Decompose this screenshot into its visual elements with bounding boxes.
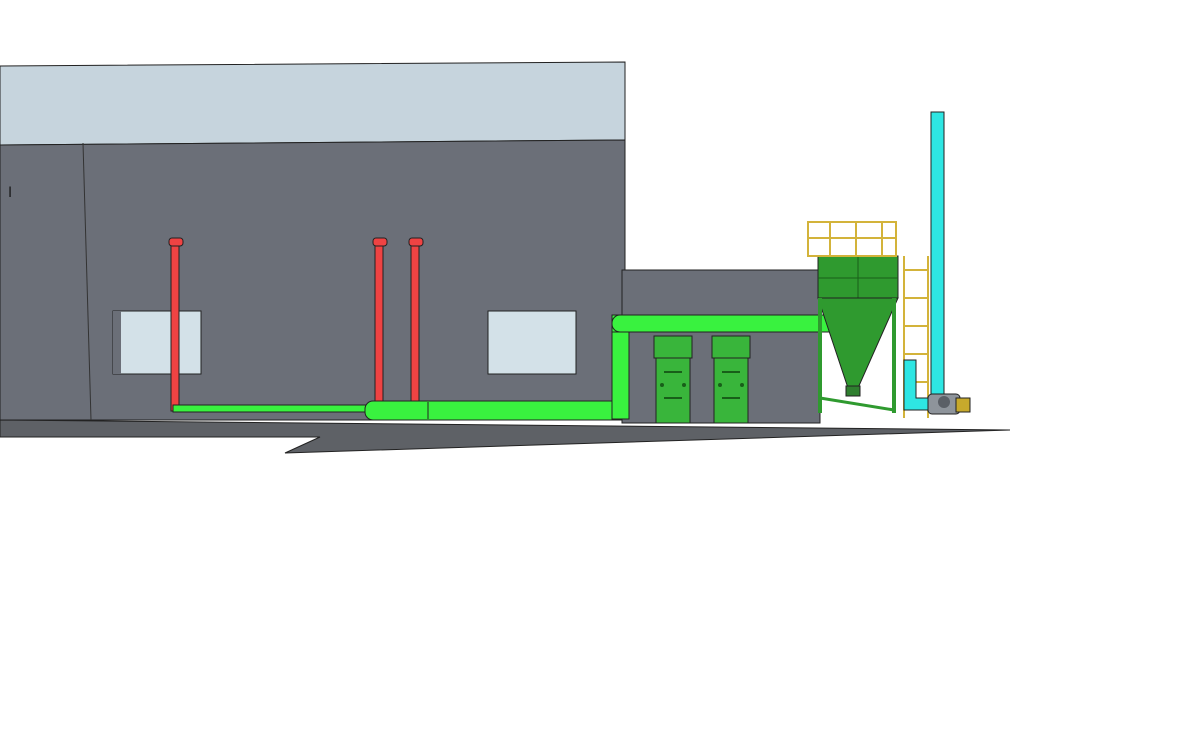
wall-seam (82, 142, 92, 421)
platform-railing (807, 221, 897, 257)
wall-marker: I (8, 185, 12, 201)
exhaust-stack (903, 111, 945, 411)
building-wall (0, 139, 626, 421)
collector-hopper (817, 297, 899, 389)
exhaust-fan (927, 393, 971, 415)
building-roof (0, 61, 626, 146)
hood-pipe-2 (374, 242, 384, 404)
hood-pipe-1-cap (168, 237, 184, 247)
ground-slab (0, 419, 1011, 454)
collector-bin-2 (711, 335, 751, 424)
hood-pipe-2-cap (372, 237, 388, 247)
stack-pipe (930, 111, 945, 398)
window-right (487, 310, 577, 375)
collector-bin-1 (653, 335, 693, 424)
duct-trunk (364, 400, 626, 421)
main-duct (172, 314, 875, 421)
window-left (112, 310, 202, 375)
window-left-reveal (113, 311, 121, 374)
dust-collector (817, 255, 899, 413)
hood-pipe-3 (410, 242, 420, 404)
duct-branch-thin (172, 404, 369, 413)
collector-valve (845, 385, 861, 397)
hood-pipe-1 (170, 242, 180, 412)
hood-pipe-3-cap (408, 237, 424, 247)
